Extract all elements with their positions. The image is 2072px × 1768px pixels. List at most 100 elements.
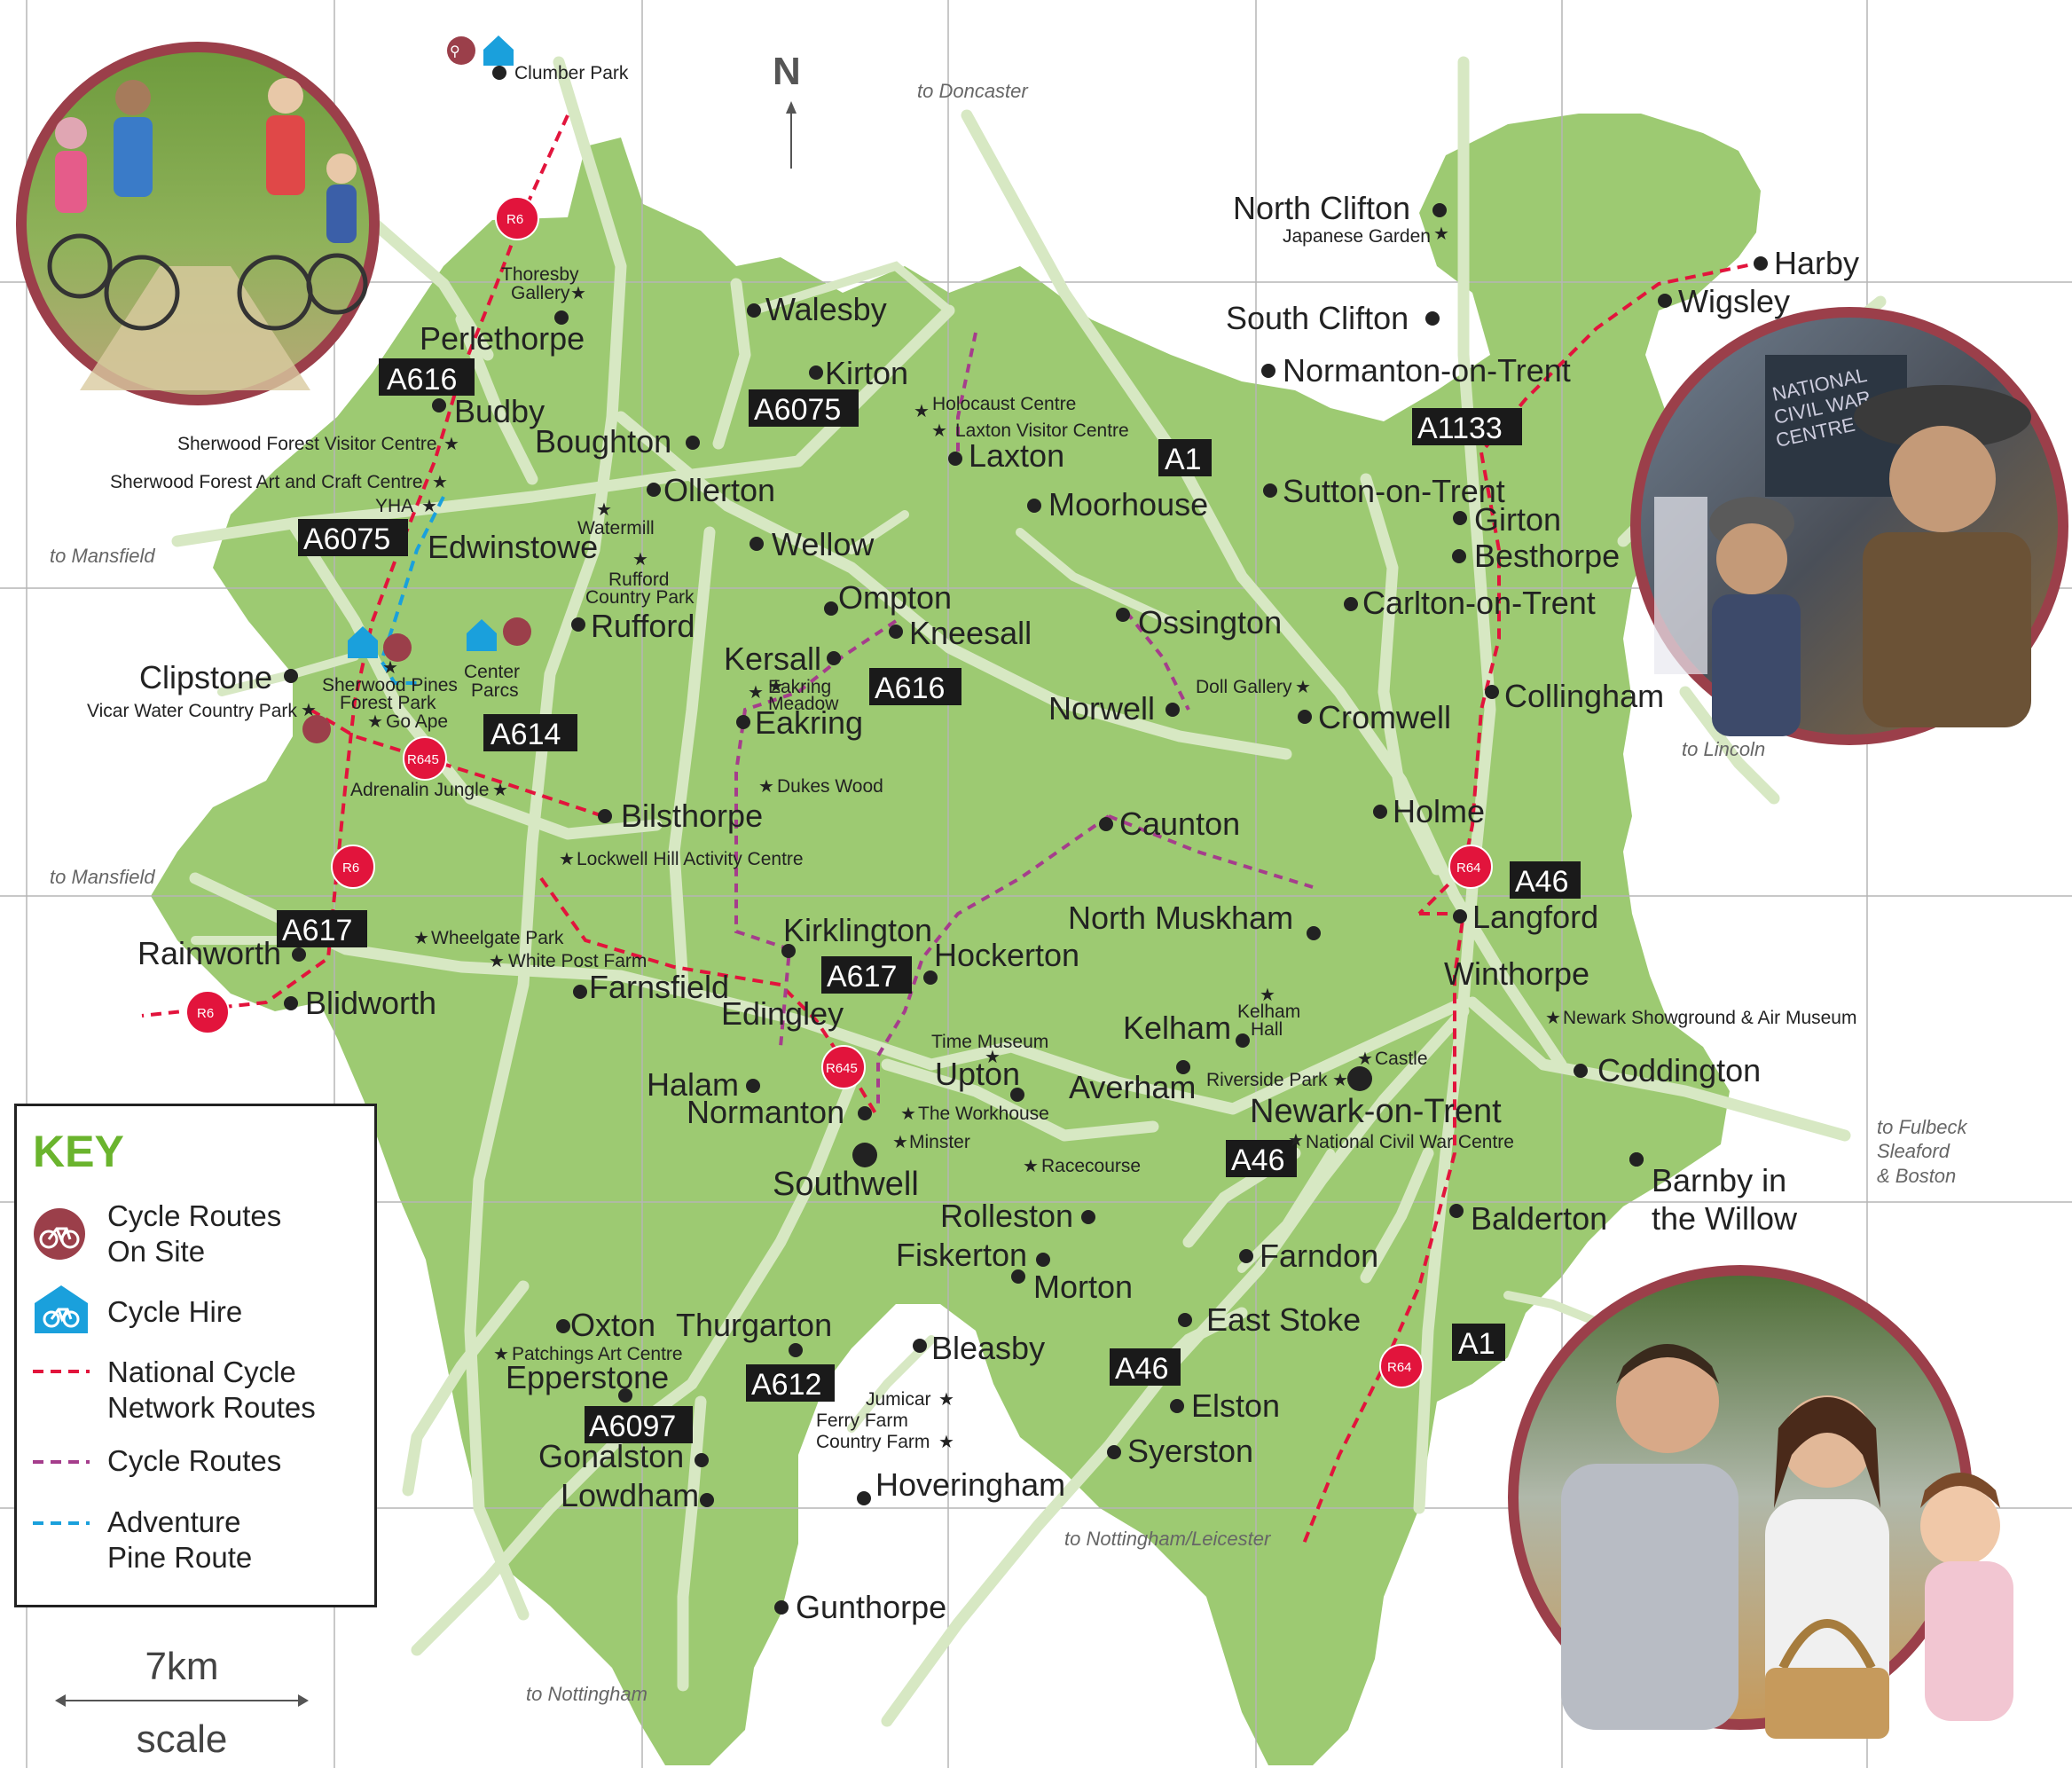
compass-north-arrow: N xyxy=(773,50,801,169)
attraction-forest-park: Forest Park xyxy=(340,693,436,713)
town-girton: Girton xyxy=(1474,501,1561,538)
key-label-cycle-routes-2: Cycle Routes xyxy=(107,1444,282,1477)
direction-nottingham: to Nottingham xyxy=(526,1683,648,1705)
svg-text:★: ★ xyxy=(1288,1131,1304,1151)
road-a6097: A6097 xyxy=(585,1406,693,1443)
town-holme: Holme xyxy=(1393,793,1485,829)
town-elston: Elston xyxy=(1191,1387,1280,1424)
route-r64-south: R64 xyxy=(1379,1344,1424,1388)
town-carlton-on-trent: Carlton-on-Trent xyxy=(1362,585,1596,621)
svg-text:R64: R64 xyxy=(1387,1360,1412,1375)
direction-doncaster: to Doncaster xyxy=(917,80,1029,102)
attraction-yha: YHA xyxy=(375,496,413,516)
town-clipstone: Clipstone xyxy=(139,659,272,695)
svg-text:★: ★ xyxy=(489,952,505,971)
road-a616-east: A616 xyxy=(869,668,961,705)
bicycle-hire-house-icon xyxy=(483,35,514,66)
attraction-newark-showground: Newark Showground & Air Museum xyxy=(1563,1008,1856,1028)
key-item-cycle-routes: Cycle Routes xyxy=(17,1443,374,1488)
key-label-pine-route: Pine Route xyxy=(107,1541,253,1574)
direction-sleaford: Sleaford xyxy=(1877,1140,1950,1162)
attraction-watermill: Watermill xyxy=(577,518,655,538)
town-farndon: Farndon xyxy=(1260,1238,1378,1274)
town-upton: Upton xyxy=(935,1056,1020,1092)
photo-family-picnic xyxy=(1508,1265,2013,1739)
town-coddington: Coddington xyxy=(1597,1052,1761,1088)
district-area xyxy=(151,114,1761,1765)
town-kneesall: Kneesall xyxy=(909,615,1032,651)
key-item-adventure-pine-route: Adventure Pine Route xyxy=(17,1505,374,1575)
attraction-racecourse: Racecourse xyxy=(1041,1156,1141,1176)
key-item-cycle-hire: Cycle Hire xyxy=(17,1284,374,1337)
route-r64-north: R64 xyxy=(1448,845,1493,889)
town-newark-on-trent: Newark-on-Trent xyxy=(1250,1093,1502,1130)
town-normanton-on-trent: Normanton-on-Trent xyxy=(1283,352,1571,389)
svg-text:★: ★ xyxy=(914,402,930,421)
svg-text:★: ★ xyxy=(748,683,764,703)
attraction-riverside-park: Riverside Park xyxy=(1206,1070,1328,1090)
road-a6075-west: A6075 xyxy=(298,519,408,556)
town-hockerton: Hockerton xyxy=(934,937,1079,973)
road-a1-north: A1 xyxy=(1158,439,1212,476)
svg-text:A616: A616 xyxy=(387,363,457,397)
road-a616-north: A616 xyxy=(379,358,475,397)
svg-text:★: ★ xyxy=(1332,1071,1348,1090)
key-label-cycle-hire: Cycle Hire xyxy=(107,1295,243,1328)
attraction-thoresby: Thoresby xyxy=(501,264,579,285)
attraction-parcs: Parcs xyxy=(471,680,519,701)
svg-text:★: ★ xyxy=(301,701,317,720)
svg-text:R6: R6 xyxy=(506,212,523,227)
town-boughton: Boughton xyxy=(535,423,671,460)
town-south-clifton: South Clifton xyxy=(1226,300,1409,336)
key-label-cycle-routes: Cycle Routes xyxy=(107,1199,282,1232)
svg-text:★: ★ xyxy=(632,550,648,570)
town-farnsfield: Farnsfield xyxy=(589,969,729,1005)
photo-civil-war-centre: NATIONAL CIVIL WAR CENTRE xyxy=(1630,307,2068,745)
svg-text:★: ★ xyxy=(493,1345,509,1364)
road-labels: A616 A6075 A6075 A614 A617 A616 A617 A1 … xyxy=(277,358,1581,1443)
scale-distance: 7km xyxy=(145,1645,219,1688)
town-perlethorpe: Perlethorpe xyxy=(420,320,585,357)
attraction-castle: Castle xyxy=(1375,1049,1428,1069)
attraction-white-post-farm: White Post Farm xyxy=(508,951,647,971)
town-gonalston: Gonalston xyxy=(538,1438,684,1474)
local-cycle-routes xyxy=(734,332,1314,1109)
bicycle-hire-house-icon xyxy=(348,626,378,658)
town-sutton-on-trent: Sutton-on-Trent xyxy=(1283,473,1505,509)
map-scale: 7km scale xyxy=(53,1632,310,1765)
town-wigsley: Wigsley xyxy=(1678,283,1790,319)
svg-text:A46: A46 xyxy=(1515,865,1569,899)
town-hoveringham: Hoveringham xyxy=(875,1466,1065,1503)
blue-dashed-line-icon xyxy=(33,1521,90,1525)
svg-text:R6: R6 xyxy=(197,1006,214,1021)
road-a46-centre: A46 xyxy=(1226,1140,1297,1177)
attraction-the-workhouse: The Workhouse xyxy=(918,1104,1049,1124)
town-ompton: Ompton xyxy=(838,579,952,616)
attraction-doll-gallery: Doll Gallery xyxy=(1196,677,1292,697)
town-rolleston: Rolleston xyxy=(940,1198,1073,1234)
adventure-pine-route xyxy=(379,496,445,685)
bicycle-hire-house-icon xyxy=(35,1285,88,1333)
attraction-stars: ★★★ ★★★ ★★★ ★★★ ★★★ ★★★ ★★★ ★★★ ★★★ ★★★ … xyxy=(301,224,1561,1452)
attraction-japanese-garden: Japanese Garden xyxy=(1283,226,1431,247)
town-moorhouse: Moorhouse xyxy=(1048,486,1208,523)
svg-text:A614: A614 xyxy=(491,718,561,751)
attraction-laxton-visitor-centre: Laxton Visitor Centre xyxy=(955,420,1129,441)
key-label-national-cycle: National Cycle xyxy=(107,1355,296,1388)
town-besthorpe: Besthorpe xyxy=(1474,538,1620,574)
attraction-national-civil-war-centre: National Civil War Centre xyxy=(1306,1132,1514,1152)
svg-text:A616: A616 xyxy=(875,672,945,705)
svg-text:★: ★ xyxy=(367,712,383,732)
direction-fulbeck: to Fulbeck xyxy=(1877,1116,1967,1138)
direction-lincoln: to Lincoln xyxy=(1682,738,1765,760)
route-r6-south: R6 xyxy=(185,990,230,1034)
town-fiskerton: Fiskerton xyxy=(896,1237,1027,1273)
town-kersall: Kersall xyxy=(724,640,821,677)
route-r6-north: R6 xyxy=(495,196,539,240)
svg-text:★: ★ xyxy=(432,473,448,492)
svg-text:R64: R64 xyxy=(1456,860,1481,876)
svg-text:★: ★ xyxy=(1295,678,1311,697)
direction-nottingham-leicester: to Nottingham/Leicester xyxy=(1064,1528,1272,1550)
road-a617-west: A617 xyxy=(277,910,367,947)
bicycle-circle-icon xyxy=(34,1208,85,1260)
